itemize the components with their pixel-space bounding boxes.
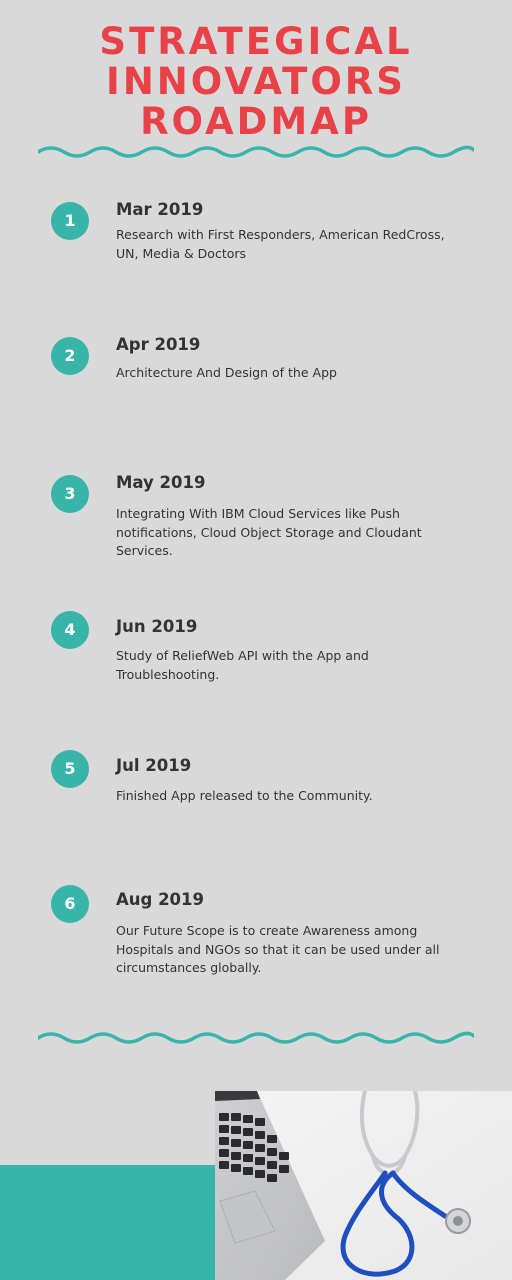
title-line-3: ROADMAP [140,100,372,143]
page-title: STRATEGICAL INNOVATORS ROADMAP [0,22,512,142]
step-number-badge: 3 [51,475,89,513]
wave-divider-top [38,145,474,158]
teal-accent-block [0,1165,215,1280]
milestone-description: Study of ReliefWeb API with the App and … [116,648,369,682]
milestone-date: Mar 2019 [116,200,204,219]
step-number-badge: 5 [51,750,89,788]
step-number-badge: 4 [51,611,89,649]
milestone-description: Architecture And Design of the App [116,365,337,380]
step-number-badge: 2 [51,337,89,375]
step-number-badge: 6 [51,885,89,923]
title-line-1: STRATEGICAL [99,20,413,63]
milestone-date: Jul 2019 [116,756,192,775]
milestone-description: Our Future Scope is to create Awareness … [116,923,440,975]
title-line-2: INNOVATORS [106,60,406,103]
laptop-stethoscope-image [215,1091,512,1280]
step-number-badge: 1 [51,202,89,240]
milestone-date: Apr 2019 [116,335,201,354]
milestone-description: Integrating With IBM Cloud Services like… [116,506,422,558]
milestone-date: May 2019 [116,473,206,492]
milestone-date: Aug 2019 [116,890,204,909]
milestone-description: Research with First Responders, American… [116,227,445,261]
milestone-description: Finished App released to the Community. [116,788,373,803]
stethoscope-icon [340,1091,448,1277]
wave-divider-bottom [38,1031,474,1044]
milestone-date: Jun 2019 [116,617,198,636]
